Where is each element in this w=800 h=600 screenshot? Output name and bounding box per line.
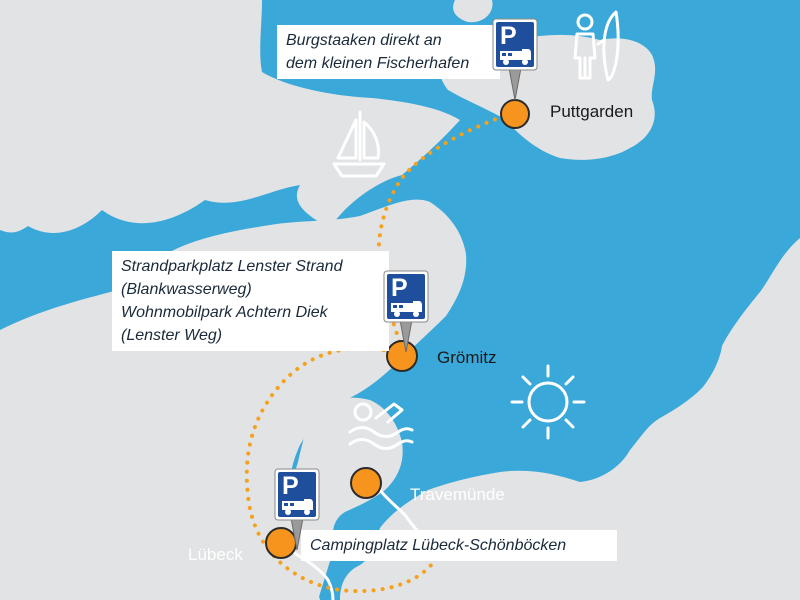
marker-groemitz[interactable] (386, 340, 418, 372)
info-box-line: Strandparkplatz Lenster Strand (121, 258, 343, 275)
land-southeast (340, 210, 800, 600)
info-box-line: (Blankwasserweg) (121, 281, 252, 298)
sailboat-icon (332, 110, 386, 178)
parking-pin-burgstaaken[interactable]: P (492, 18, 538, 100)
parking-sign-letter: P (391, 274, 408, 302)
info-box-lenster: Strandparkplatz Lenster Strand (Blankwas… (112, 251, 389, 351)
info-box-line: dem kleinen Fischerhafen (286, 55, 470, 72)
swimmer-icon (348, 402, 414, 450)
sun-icon (510, 364, 586, 440)
pin-pointer (399, 319, 413, 352)
marker-travemuende[interactable] (350, 467, 382, 499)
surfer-icon (573, 10, 620, 82)
info-box-line: Campingplatz Lübeck-Schönböcken (310, 537, 567, 554)
info-box-burgstaaken: Burgstaaken direkt an dem kleinen Fische… (277, 25, 500, 79)
label-groemitz: Grömitz (437, 348, 497, 367)
label-travemuende: Travemünde (410, 485, 505, 504)
land-north-islet (453, 0, 493, 23)
camper-van-icon (391, 301, 422, 317)
label-luebeck: Lübeck (188, 545, 243, 564)
parking-pin-schoenboecken[interactable]: P (274, 468, 320, 550)
pin-pointer (508, 67, 522, 100)
info-box-schoenboecken: Campingplatz Lübeck-Schönböcken (301, 530, 617, 561)
label-puttgarden: Puttgarden (550, 102, 634, 121)
parking-sign-letter: P (282, 472, 299, 500)
info-box-line: Wohnmobilpark Achtern Diek (121, 304, 328, 321)
route-dotted-line (244, 111, 514, 593)
parking-pin-lenster[interactable]: P (383, 270, 429, 352)
pin-pointer (290, 517, 304, 550)
camper-van-icon (500, 49, 531, 65)
parking-sign-letter: P (500, 22, 517, 50)
info-box-line: (Lenster Weg) (121, 327, 223, 344)
camper-van-icon (282, 499, 313, 515)
marker-puttgarden[interactable] (500, 99, 530, 129)
info-box-line: Burgstaaken direkt an (286, 32, 442, 49)
